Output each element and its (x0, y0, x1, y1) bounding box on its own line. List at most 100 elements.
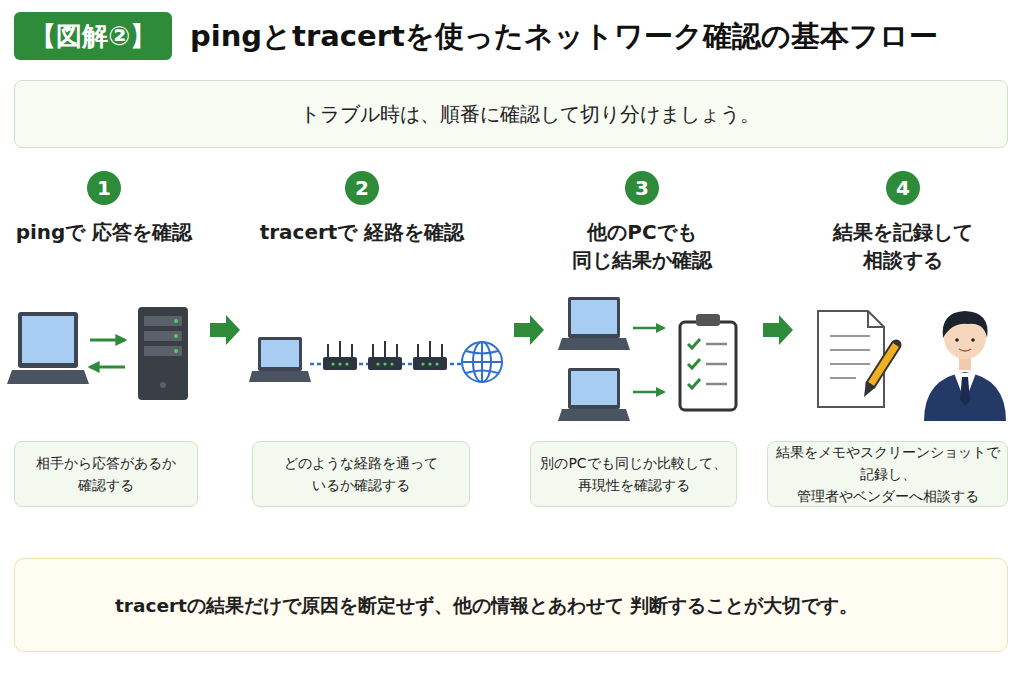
person-icon-part (959, 349, 971, 351)
person-icon (924, 311, 1006, 421)
router-icon (323, 341, 447, 370)
document-icon-part (830, 349, 870, 351)
laptop-icon (7, 312, 89, 384)
router-icon-part (390, 362, 393, 365)
server-icon-part (138, 307, 188, 400)
router-icon-part (384, 341, 386, 358)
circle-fill (625, 171, 659, 205)
router-icon-part (376, 362, 379, 365)
laptop-icon-part (568, 297, 620, 338)
server-icon-part (144, 331, 182, 341)
router-icon-part (351, 344, 353, 358)
clipboard-icon-part (688, 379, 700, 388)
description-box: 結果をメモやスクリーンショットで 記録し、管理者やベンダーへ相談する (767, 441, 1008, 507)
node-text: トラブル時は、順番に確認して切り分けましょう。 (300, 101, 760, 128)
router-icon-part (345, 362, 348, 365)
document-icon-part (868, 311, 884, 327)
router-icon-part (331, 362, 334, 365)
compare-arrows-part (633, 327, 664, 330)
ping-arrows-part (90, 366, 125, 369)
server-icon-part (174, 349, 178, 353)
document-icon-part (830, 335, 870, 337)
circle-fill (87, 171, 121, 205)
node-text: 4 (896, 176, 910, 200)
diagram-title: pingとtracertを使ったネットワーク確認の基本フロー (190, 12, 1020, 60)
node-text: 相手から応答があるか 確認する (23, 452, 189, 496)
pencil-icon-part (871, 345, 896, 384)
router-icon-part (435, 362, 438, 365)
router-icon-part (338, 362, 341, 365)
pencil-icon (864, 345, 896, 397)
person-icon-part (971, 338, 975, 342)
laptop-icon-part (261, 340, 299, 367)
clipboard-icon (680, 314, 736, 410)
globe-icon-part (462, 361, 502, 363)
server-icon-part (174, 334, 178, 338)
laptop-icon-part (558, 409, 630, 421)
person-icon-part (960, 377, 970, 406)
server-icon-part (174, 319, 178, 323)
person-icon-part (924, 372, 1006, 421)
description-box: どのような経路を通って いるか確認する (252, 441, 470, 507)
node-text: tracertの結果だけで原因を断定せず、他の情報とあわせて 判断することが大切… (115, 593, 858, 618)
laptop-icon-part (571, 371, 617, 405)
node-text: 別のPCでも同じか比較して、 再現性を確認する (539, 452, 728, 496)
laptop-icon-part (568, 368, 620, 409)
globe-icon (462, 342, 502, 382)
clipboard-icon-part (706, 363, 727, 366)
node-text: 1 (97, 176, 111, 200)
clipboard-icon-part (680, 322, 736, 410)
router-icon-part (323, 357, 357, 370)
laptop-icon-part (18, 312, 78, 368)
step-heading: 結果を記録して 相談する (793, 218, 1013, 274)
clipboard-icon-part (706, 343, 727, 346)
document-icon (818, 311, 884, 407)
router-icon-part (428, 362, 431, 365)
laptop-icon (558, 368, 630, 421)
description-box: 別のPCでも同じか比較して、 再現性を確認する (530, 441, 737, 507)
step-number-circle: 3 (625, 171, 659, 205)
globe-icon-part (466, 371, 498, 374)
tip-box: トラブル時は、順番に確認して切り分けましょう。 (14, 80, 1008, 148)
server-icon-part (144, 346, 182, 356)
router-icon-part (417, 344, 419, 358)
step-heading: pingで 応答を確認 (0, 218, 214, 246)
step-heading: 他のPCでも 同じ結果か確認 (522, 218, 762, 274)
person-icon-part (943, 311, 988, 338)
compare-arrows-part (633, 391, 664, 394)
router-icon-part (396, 344, 398, 358)
pencil-icon-part (864, 381, 876, 397)
step-heading: tracertで 経路を確認 (252, 218, 472, 246)
clipboard-icon-part (706, 383, 727, 386)
laptop-icon-part (7, 370, 89, 384)
pencil-icon-part (871, 345, 896, 384)
flow-arrow-part (514, 315, 544, 345)
clipboard-icon-part (696, 314, 720, 326)
step-number-circle: 4 (886, 171, 920, 205)
node-text: どのような経路を通って いるか確認する (261, 452, 461, 496)
flow-arrow-part (210, 315, 240, 345)
router-icon-part (372, 344, 374, 358)
server-icon (138, 307, 188, 400)
router-icon-part (441, 344, 443, 358)
router-icon-part (429, 341, 431, 358)
laptop-icon-part (249, 371, 311, 382)
laptop-icon (249, 337, 311, 382)
router-icon-part (383, 362, 386, 365)
circle-fill (886, 171, 920, 205)
router-icon-part (368, 357, 402, 370)
laptop-icon-part (22, 316, 74, 363)
server-icon-part (160, 382, 166, 388)
circle-fill (345, 171, 379, 205)
server-icon-part (144, 316, 182, 326)
router-icon-part (421, 362, 424, 365)
globe-icon-part (462, 342, 502, 382)
laptop-icon-part (558, 338, 630, 350)
router-icon-part (413, 357, 447, 370)
ping-arrows (90, 340, 125, 367)
ping-arrows-part (90, 339, 125, 342)
compare-arrows (633, 328, 664, 392)
flow-arrow-part (763, 315, 793, 345)
globe-icon-part (466, 351, 498, 354)
